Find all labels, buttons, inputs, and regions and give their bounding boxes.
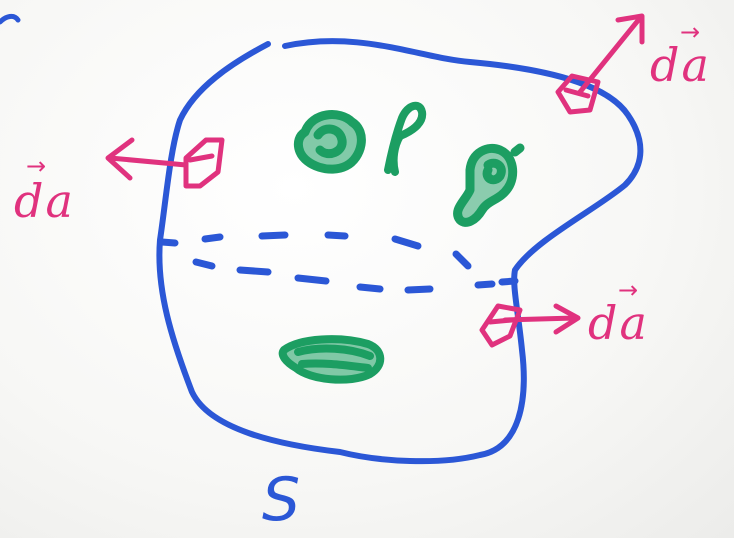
- area-vector-label-left: → da: [14, 178, 75, 224]
- area-vector-text: da: [650, 38, 711, 92]
- dashed-cross-section: [162, 235, 515, 290]
- vector-arrow-icon: →: [680, 20, 702, 44]
- charge-blob-4: [283, 339, 381, 379]
- charge-blob-3: [458, 148, 520, 222]
- area-vector-text: da: [588, 296, 649, 350]
- normal-arrow-top-right: [580, 16, 642, 92]
- area-element-top-right: [558, 16, 642, 112]
- area-vector-label-right: → da: [588, 300, 649, 346]
- surface-label: S: [262, 470, 300, 530]
- area-element-left: [108, 140, 222, 186]
- vector-arrow-icon: →: [618, 278, 640, 302]
- charge-blob-2: [388, 106, 422, 172]
- vector-arrow-icon: →: [26, 154, 48, 178]
- area-element-right: [482, 306, 578, 345]
- area-vector-text: da: [14, 174, 75, 228]
- area-vector-label-top-right: → da: [650, 42, 711, 88]
- charge-blob-1: [298, 115, 361, 170]
- closed-surface-outline: [0, 16, 640, 461]
